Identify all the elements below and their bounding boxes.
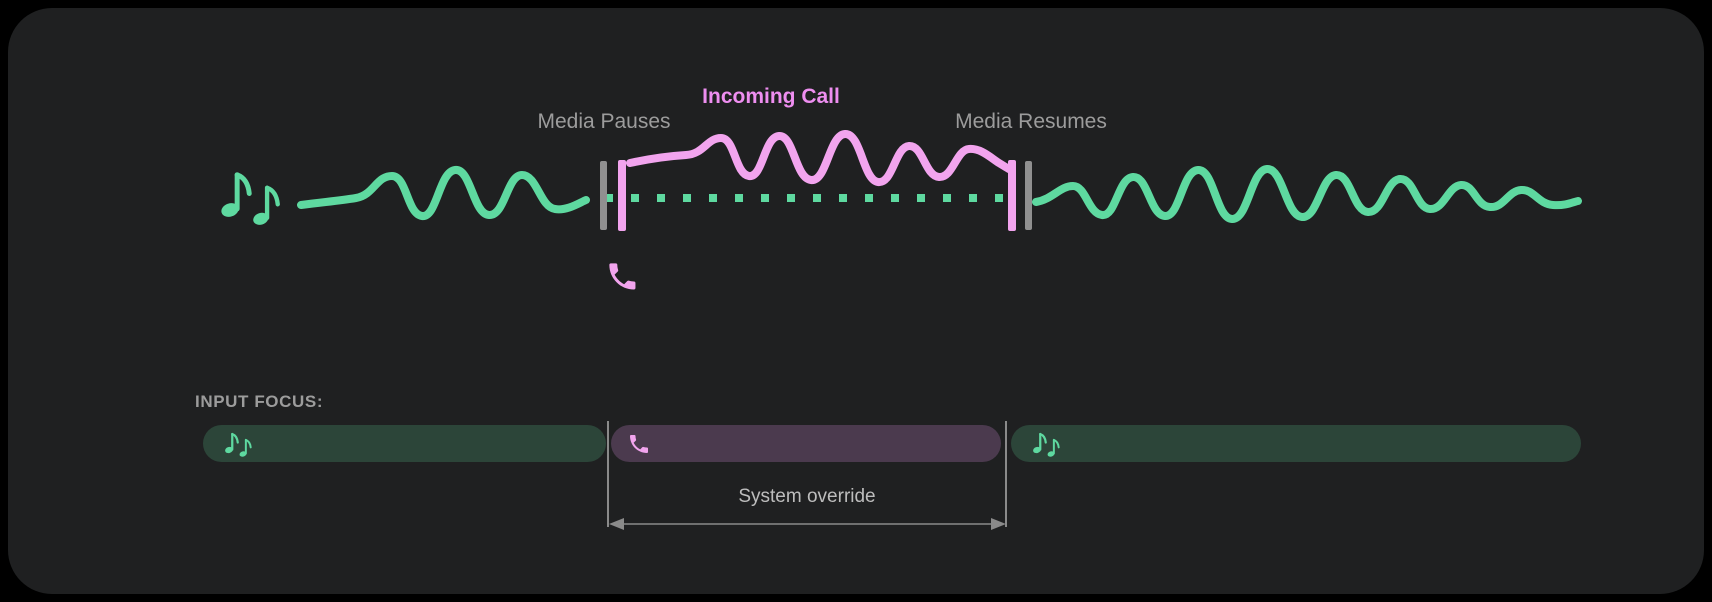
system-override-arrow: [609, 518, 1006, 530]
phone-icon: [630, 434, 648, 453]
override-end-guide-line: [1005, 421, 1007, 527]
waveform-timeline: [8, 130, 1582, 290]
resume-barrier-pink: [1008, 160, 1016, 231]
focus-segment-media-2: [1011, 425, 1581, 462]
media-resumes-label: Media Resumes: [955, 110, 1107, 133]
pause-barrier-pink: [618, 160, 626, 231]
media-waveform-after: [1032, 165, 1582, 223]
audio-focus-diagram-card: Media Pauses Incoming Call Media Resumes: [8, 8, 1704, 594]
media-pauses-label: Media Pauses: [537, 110, 671, 133]
focus-segment-media-1: [203, 425, 606, 462]
music-notes-icon: [220, 175, 278, 227]
override-start-guide-line: [607, 421, 609, 527]
pause-barrier-gray: [600, 161, 607, 230]
music-notes-icon: [1031, 432, 1060, 459]
system-override-label: System override: [738, 486, 876, 507]
phone-icon: [609, 263, 636, 290]
resume-barrier-gray: [1025, 161, 1032, 230]
input-focus-label: INPUT FOCUS:: [195, 392, 324, 411]
media-waveform-before: [297, 166, 590, 220]
focus-segment-call: [611, 425, 1001, 462]
incoming-call-label: Incoming Call: [702, 85, 840, 108]
incoming-call-waveform: [626, 130, 1013, 186]
music-notes-icon: [223, 432, 252, 459]
